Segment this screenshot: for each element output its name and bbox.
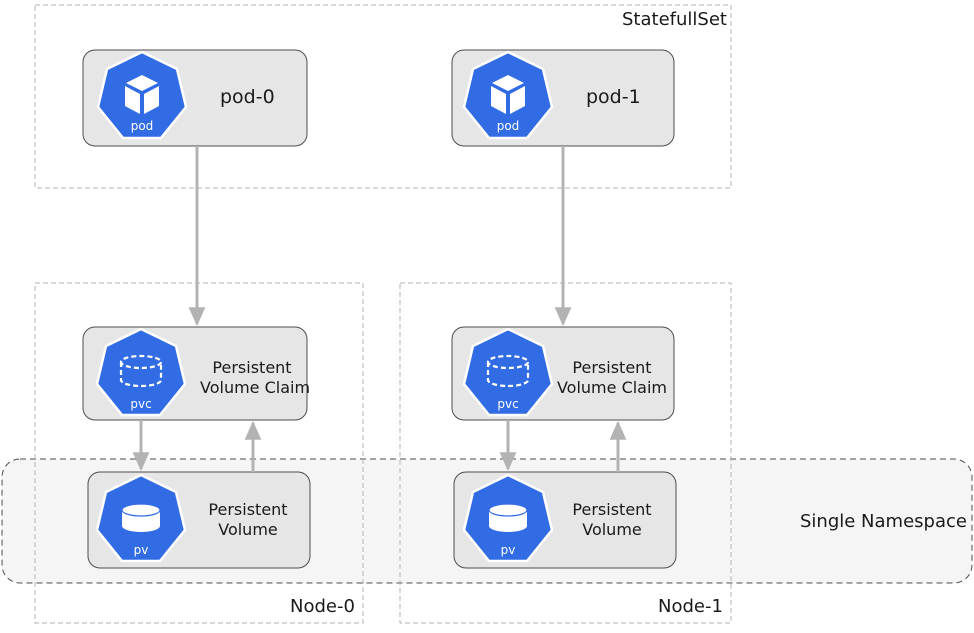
pod-1-label: pod-1	[586, 86, 641, 108]
pvc-1-icon: pvc	[462, 327, 554, 417]
node-1-frame	[399, 282, 732, 624]
cube-glyph	[125, 75, 159, 114]
pvc-1-label-line2: Volume Claim	[556, 378, 668, 397]
pv-0-label-line2: Volume	[218, 520, 278, 539]
pvc-1-label: Persistent Volume Claim	[556, 358, 668, 398]
cube-glyph	[491, 75, 525, 114]
pv-1-icon: pv	[462, 473, 554, 563]
pvc-0-icon-text: pvc	[130, 397, 151, 411]
node-0-frame	[34, 282, 364, 624]
pod-1-icon-text: pod	[497, 119, 520, 133]
pv-1-label-line1: Persistent	[572, 500, 652, 519]
pv-1-label-line2: Volume	[582, 520, 642, 539]
pv-1-label: Persistent Volume	[562, 500, 662, 540]
pv-0-icon-text: pv	[134, 543, 149, 557]
pvc-0-icon: pvc	[95, 327, 187, 417]
pvc-1-label-line1: Persistent	[572, 358, 652, 377]
dashed-cylinder-glyph	[486, 354, 530, 388]
statefulset-label: StatefullSet	[622, 9, 727, 30]
node-0-label: Node-0	[290, 596, 355, 617]
pvc-0-label-line2: Volume Claim	[200, 378, 311, 397]
pv-1-icon-text: pv	[501, 543, 516, 557]
statefulset-frame	[34, 4, 732, 189]
pvc-1-icon-text: pvc	[497, 397, 518, 411]
pod-0-label: pod-0	[220, 86, 275, 108]
pv-0-label: Persistent Volume	[198, 500, 298, 540]
pvc-0-label-line1: Persistent	[212, 358, 292, 377]
dashed-cylinder-glyph	[119, 354, 163, 388]
namespace-label: Single Namespace	[800, 511, 967, 532]
cylinder-glyph	[121, 503, 161, 532]
pvc-0-label: Persistent Volume Claim	[200, 358, 311, 398]
pv-0-label-line1: Persistent	[208, 500, 288, 519]
pod-0-icon: pod	[96, 50, 188, 140]
pod-1-icon: pod	[462, 50, 554, 140]
pod-0-icon-text: pod	[131, 119, 154, 133]
cylinder-glyph	[488, 503, 528, 532]
pv-0-icon: pv	[95, 473, 187, 563]
node-1-label: Node-1	[658, 596, 723, 617]
